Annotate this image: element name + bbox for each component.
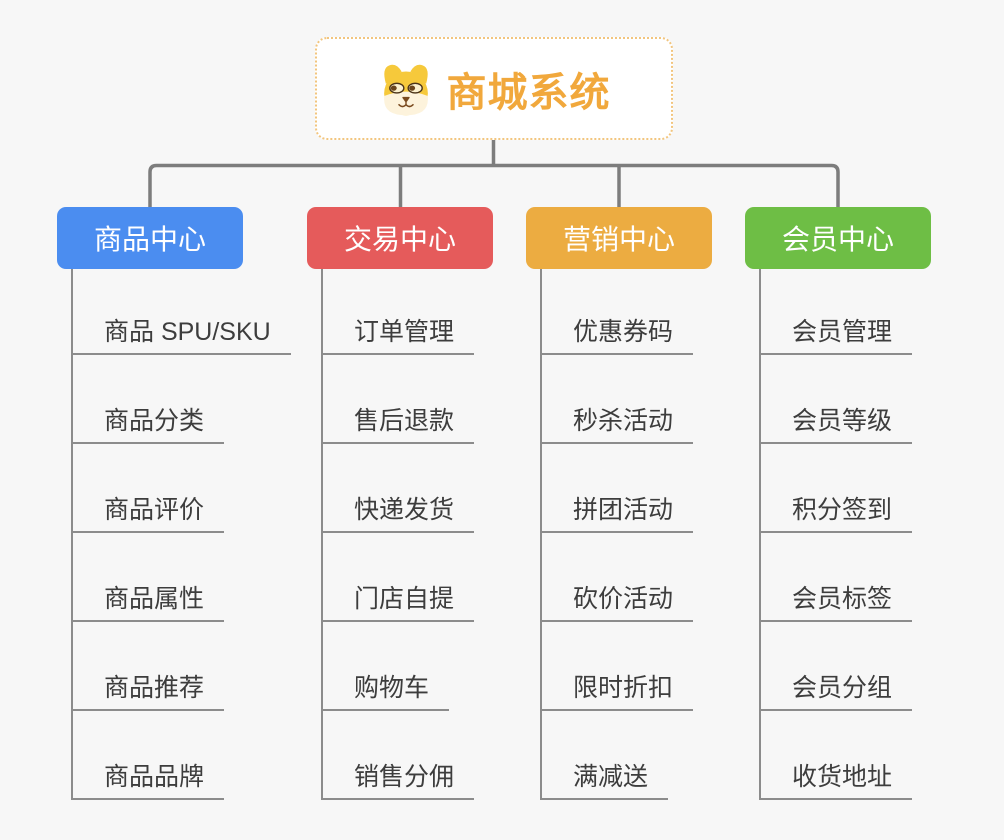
leaf-item[interactable]: 会员等级 [759,405,913,444]
leaf-item[interactable]: 秒杀活动 [540,405,694,444]
leaf-item[interactable]: 商品推荐 [71,672,225,711]
branch-label: 会员中心 [781,224,894,255]
leaf-item[interactable]: 砍价活动 [540,583,694,622]
leaf-item[interactable]: 会员管理 [759,316,913,355]
branch-trunk-line [71,269,73,800]
leaf-item[interactable]: 商品 SPU/SKU [71,316,291,355]
leaf-item[interactable]: 商品分类 [71,405,225,444]
branch-label: 营销中心 [562,224,675,255]
leaf-item[interactable]: 商品评价 [71,494,225,533]
leaf-item[interactable]: 售后退款 [321,405,475,444]
branch-node-member-center[interactable]: 会员中心 [745,207,931,269]
leaf-item[interactable]: 会员分组 [759,672,913,711]
dog-face-icon [378,61,434,117]
root-node[interactable]: 商城系统 [315,37,673,140]
branch-trunk-line [321,269,323,800]
leaf-item[interactable]: 快递发货 [321,494,475,533]
leaf-item[interactable]: 订单管理 [321,316,475,355]
branch-trunk-line [759,269,761,800]
leaf-item[interactable]: 收货地址 [759,761,913,800]
leaf-item[interactable]: 门店自提 [321,583,475,622]
leaf-item[interactable]: 限时折扣 [540,672,694,711]
root-label: 商城系统 [446,70,611,115]
leaf-item[interactable]: 商品属性 [71,583,225,622]
leaf-item[interactable]: 拼团活动 [540,494,694,533]
leaf-item[interactable]: 销售分佣 [321,761,475,800]
branch-label: 交易中心 [343,224,456,255]
leaf-item[interactable]: 购物车 [321,672,450,711]
branch-node-marketing-center[interactable]: 营销中心 [526,207,712,269]
leaf-item[interactable]: 优惠券码 [540,316,694,355]
leaf-item[interactable]: 满减送 [540,761,669,800]
branch-node-product-center[interactable]: 商品中心 [57,207,243,269]
leaf-item[interactable]: 商品品牌 [71,761,225,800]
branch-label: 商品中心 [93,224,206,255]
leaf-item[interactable]: 会员标签 [759,583,913,622]
branch-node-trade-center[interactable]: 交易中心 [307,207,493,269]
branch-trunk-line [540,269,542,800]
leaf-item[interactable]: 积分签到 [759,494,913,533]
